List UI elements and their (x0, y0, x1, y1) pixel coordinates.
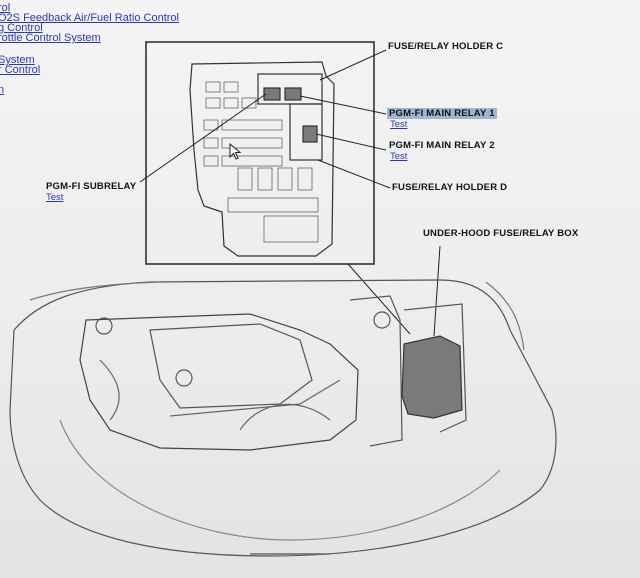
label-pgm-fi-subrelay: PGM-FI SUBRELAY (46, 181, 136, 192)
relay-2-marker (303, 126, 317, 142)
test-link-main-relay-1[interactable]: Test (390, 119, 407, 130)
fuse-box-outline (190, 62, 334, 256)
subrelay-marker (285, 88, 301, 100)
label-under-hood-fuse-relay-box: UNDER-HOOD FUSE/RELAY BOX (423, 228, 578, 239)
test-link-main-relay-2[interactable]: Test (390, 151, 407, 162)
mouse-pointer-icon (229, 143, 243, 161)
label-fuse-relay-holder-c: FUSE/RELAY HOLDER C (388, 41, 503, 52)
label-fuse-relay-holder-d: FUSE/RELAY HOLDER D (392, 182, 507, 193)
inset-frame (146, 42, 374, 264)
test-link-subrelay[interactable]: Test (46, 192, 63, 203)
under-hood-box-shape (402, 336, 462, 418)
label-pgm-fi-main-relay-1: PGM-FI MAIN RELAY 1 (387, 108, 497, 119)
relay-1-marker (264, 88, 280, 100)
label-pgm-fi-main-relay-2: PGM-FI MAIN RELAY 2 (389, 140, 495, 151)
